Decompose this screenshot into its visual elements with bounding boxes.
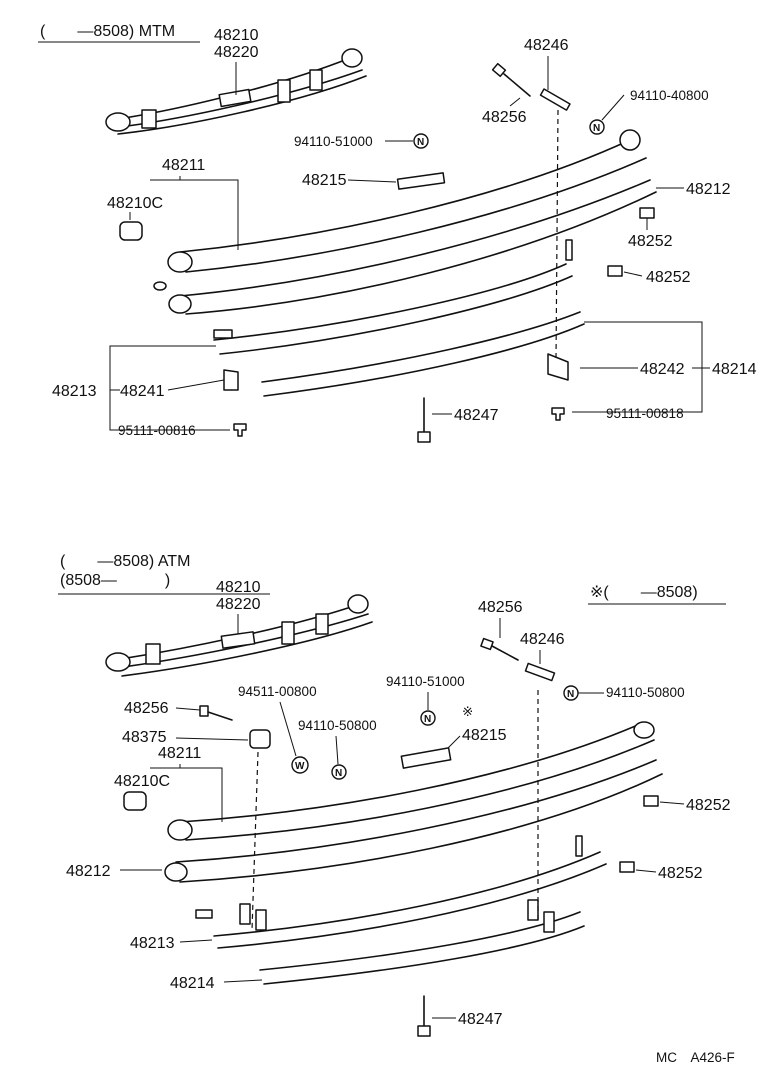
- label-48220: 48220: [214, 44, 259, 61]
- leaf-48212-icon: [153, 179, 657, 315]
- leaf-48212-b-icon: [164, 759, 663, 883]
- nut-94110-50800-a-icon: N: [563, 685, 579, 701]
- label-48215-b: 48215: [462, 727, 507, 744]
- label-48213-b: 48213: [130, 935, 175, 952]
- top-header: ( —8508) MTM: [40, 23, 175, 40]
- label-48247: 48247: [454, 407, 499, 424]
- top-section: ( —8508) MTM 48210 48220 48246 48256: [38, 23, 757, 443]
- svg-text:N: N: [593, 123, 600, 134]
- bottom-header-2: (8508— ): [60, 572, 170, 589]
- label-48214: 48214: [712, 361, 757, 378]
- label-48375: 48375: [122, 729, 167, 746]
- label-48256: 48256: [482, 109, 527, 126]
- label-48252-a: 48252: [628, 233, 673, 250]
- label-48210: 48210: [214, 27, 259, 44]
- label-94110-50800-a: 94110-50800: [606, 685, 685, 700]
- label-94110-51000: 94110-51000: [294, 134, 373, 149]
- leaf-48213-icon: [213, 239, 573, 355]
- svg-text:N: N: [335, 768, 342, 779]
- mark-48215: ※: [462, 704, 473, 719]
- nut-94110-51000-icon: N: [413, 133, 429, 149]
- bumper-48375-icon: [249, 729, 271, 749]
- leaf-48213-b-icon: [195, 835, 607, 949]
- label-48212: 48212: [686, 181, 731, 198]
- svg-text:N: N: [424, 714, 431, 725]
- pad-48252-c-icon: [643, 795, 659, 807]
- washer-94511-00800-icon: W: [291, 756, 309, 774]
- pad-48252-a-icon: [639, 207, 655, 219]
- pad-48252-b-icon: [607, 265, 623, 277]
- bolt-48256-c-icon: [199, 705, 233, 721]
- label-48246: 48246: [524, 37, 569, 54]
- plate-48215-icon: [396, 172, 446, 190]
- label-48214-b: 48214: [170, 975, 215, 992]
- bolt-48256-b-icon: [480, 637, 519, 661]
- label-48213: 48213: [52, 383, 97, 400]
- label-48220-b: 48220: [216, 596, 261, 613]
- pin-48246-b-icon: [524, 662, 556, 682]
- nut-94110-40800-icon: N: [589, 119, 605, 135]
- clip-48242-icon: [547, 353, 569, 381]
- label-48252-d: 48252: [658, 865, 703, 882]
- label-48256-b-left: 48256: [124, 700, 169, 717]
- label-95111-00816: 95111-00816: [118, 423, 196, 438]
- pad-48252-d-icon: [619, 861, 635, 873]
- label-48256-b-top: 48256: [478, 599, 523, 616]
- bottom-header-1: ( —8508) ATM: [60, 553, 190, 570]
- pin-48246-icon: [539, 88, 571, 111]
- spring-assembly-icon: [105, 48, 367, 135]
- label-94511-00800: 94511-00800: [238, 684, 317, 699]
- screw-95111-00818-icon: [551, 407, 565, 421]
- svg-text:N: N: [567, 689, 574, 700]
- bolt-48256-icon: [491, 62, 531, 97]
- label-48252-b: 48252: [646, 269, 691, 286]
- label-48247-b: 48247: [458, 1011, 503, 1028]
- label-48246-b: 48246: [520, 631, 565, 648]
- bottom-note: ※( —8508): [590, 584, 698, 601]
- leaf-48214-icon: [261, 311, 585, 397]
- label-95111-00818: 95111-00818: [606, 406, 684, 421]
- label-48210C: 48210C: [107, 195, 163, 212]
- center-bolt-48247-b-icon: [417, 995, 431, 1037]
- label-48212-b: 48212: [66, 863, 111, 880]
- label-48241: 48241: [120, 383, 165, 400]
- clip-48241-icon: [223, 369, 239, 391]
- label-48215: 48215: [302, 172, 347, 189]
- nut-94110-51000-b-icon: N: [420, 710, 436, 726]
- label-48211: 48211: [162, 157, 205, 174]
- svg-text:N: N: [417, 137, 424, 148]
- bushing-48210C-b-icon: [123, 791, 147, 811]
- label-48242: 48242: [640, 361, 685, 378]
- bushing-48210C-icon: [119, 221, 143, 241]
- screw-95111-00816-icon: [233, 423, 247, 437]
- label-48210-b: 48210: [216, 579, 261, 596]
- spring-assembly-b-icon: [105, 594, 373, 677]
- label-94110-50800-b: 94110-50800: [298, 718, 377, 733]
- leaf-48211-b-icon: [167, 721, 655, 841]
- label-94110-51000-b: 94110-51000: [386, 674, 465, 689]
- label-48252-c: 48252: [686, 797, 731, 814]
- plate-48215-b-icon: [400, 747, 452, 769]
- svg-text:W: W: [295, 761, 305, 772]
- label-48210C-b: 48210C: [114, 773, 170, 790]
- leaf-48214-b-icon: [259, 899, 585, 985]
- center-bolt-48247-icon: [417, 397, 431, 443]
- diagram-code: MC A426-F: [656, 1050, 735, 1065]
- leaf-48211-icon: [167, 129, 647, 273]
- label-48211-b: 48211: [158, 745, 201, 762]
- nut-94110-50800-b-icon: N: [331, 764, 347, 780]
- bottom-section: ( —8508) ATM (8508— ) ※( —8508) 48210 48…: [58, 553, 735, 1065]
- label-94110-40800: 94110-40800: [630, 88, 709, 103]
